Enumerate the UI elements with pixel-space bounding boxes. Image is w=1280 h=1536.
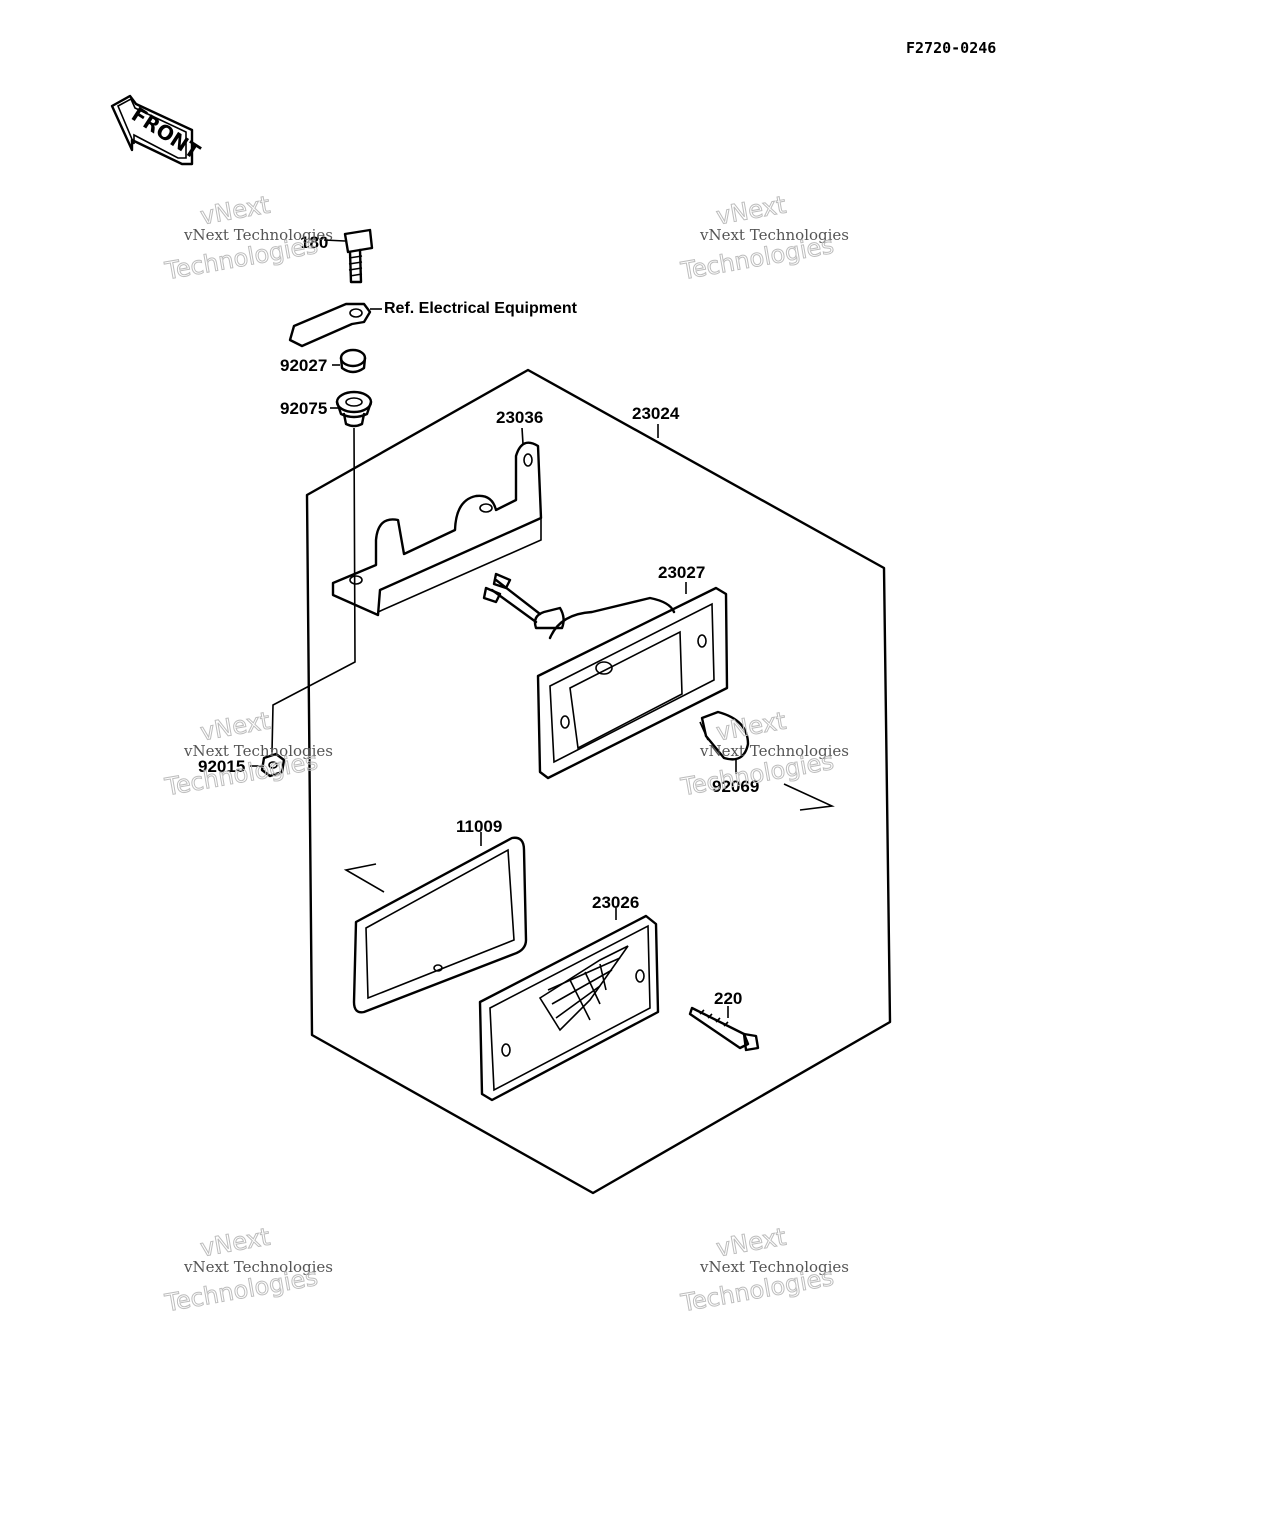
- part-label-220: 220: [714, 989, 742, 1008]
- part-label-92027: 92027: [280, 356, 327, 375]
- watermark-text: vNext Technologies: [699, 226, 849, 244]
- part-label-11009: 11009: [456, 817, 502, 836]
- screw-220: [688, 1006, 760, 1052]
- part-label-23024: 23024: [632, 404, 680, 423]
- document-code: F2720-0246: [906, 39, 996, 57]
- part-label-92069: 92069: [712, 777, 759, 796]
- bracket-23036: [331, 427, 543, 617]
- direction-mark-left: [343, 863, 385, 893]
- part-label-180: 180: [300, 233, 328, 252]
- watermark-text: vNext Technologies: [183, 226, 333, 244]
- assembly-outline: [305, 368, 892, 1195]
- watermark-text: vNext Technologies: [699, 1258, 849, 1276]
- part-label-92015: 92015: [198, 757, 245, 776]
- nut-92015: [250, 752, 286, 778]
- watermark-text: vNext: [714, 191, 788, 231]
- bulb-92069: [699, 710, 750, 774]
- ground-terminal: [288, 302, 382, 348]
- lamp-housing-23027: [482, 572, 729, 780]
- watermark-text: vNext Technologies: [183, 1258, 333, 1276]
- watermark-text: vNext: [198, 1223, 272, 1263]
- ref-note: Ref. Electrical Equipment: [384, 300, 578, 317]
- bolt-180: [323, 228, 374, 284]
- part-label-23026: 23026: [592, 893, 639, 912]
- guide-line-left: [271, 427, 356, 753]
- direction-mark-right: [783, 783, 835, 811]
- watermark-text: vNext: [198, 707, 272, 747]
- watermark-text: vNext Technologies: [183, 742, 333, 760]
- watermark-text: vNext Technologies: [699, 742, 849, 760]
- part-label-92075: 92075: [280, 399, 327, 418]
- grommet-92075: [330, 390, 373, 428]
- watermark-group: vNext Technologies vNext Technologies vN…: [162, 190, 849, 1318]
- watermark-text: vNext: [714, 1223, 788, 1263]
- part-label-23027: 23027: [658, 563, 705, 582]
- collar-92027: [332, 348, 367, 374]
- lens-23026: [478, 908, 660, 1102]
- part-label-23036: 23036: [496, 408, 543, 427]
- front-arrow-icon: FRONT: [110, 94, 205, 166]
- watermark-text: vNext: [714, 707, 788, 747]
- gasket-11009: [352, 832, 528, 1014]
- watermark-text: vNext: [198, 191, 272, 231]
